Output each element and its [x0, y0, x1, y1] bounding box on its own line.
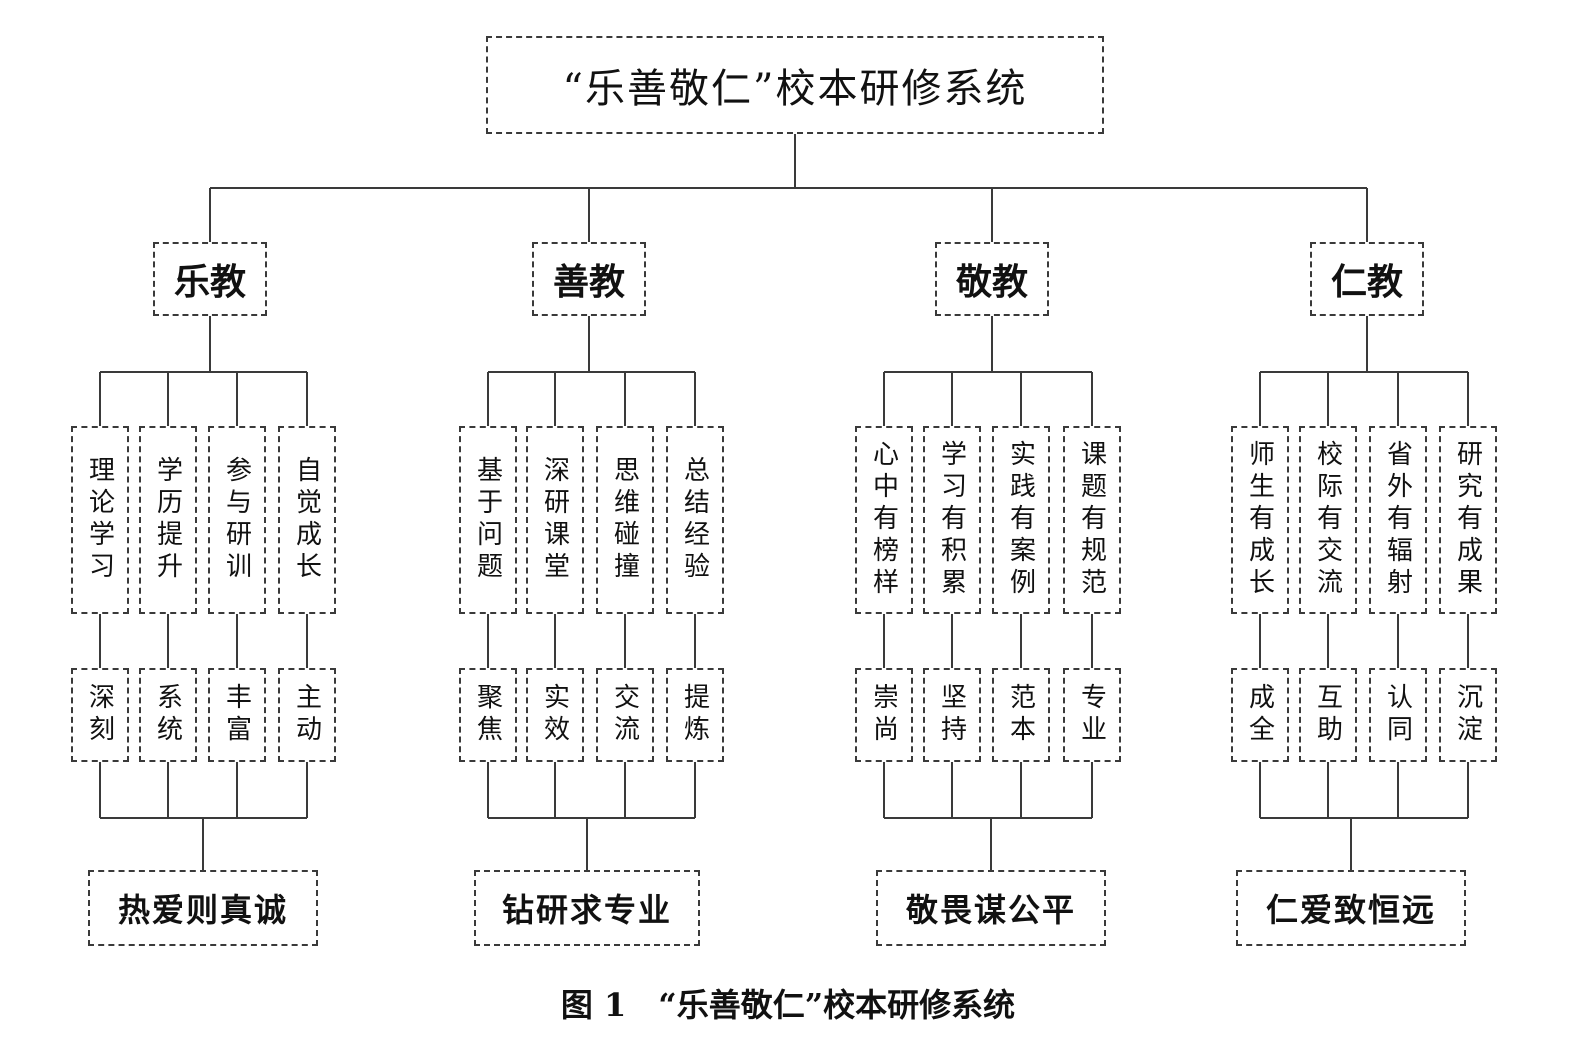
practice-node-2-1: 学习有积累	[923, 426, 981, 614]
outcome-node-2: 敬畏谋公平	[876, 870, 1106, 946]
quality-node-0-1: 系统	[139, 668, 197, 762]
practice-node-0-1: 学历提升	[139, 426, 197, 614]
quality-node-2-3: 专业	[1063, 668, 1121, 762]
quality-node-2-2: 范本	[992, 668, 1050, 762]
practice-node-3-3-label: 研究有成果	[1452, 440, 1483, 600]
quality-node-3-2: 认同	[1369, 668, 1427, 762]
practice-node-2-2: 实践有案例	[992, 426, 1050, 614]
practice-node-0-1-label: 学历提升	[152, 456, 183, 584]
figure-caption: 图 1 “乐善敬仁”校本研修系统	[560, 986, 1016, 1024]
category-node-0: 乐教	[153, 242, 267, 316]
practice-node-3-2-label: 省外有辐射	[1382, 440, 1413, 600]
outcome-node-3: 仁爱致恒远	[1236, 870, 1466, 946]
quality-node-2-0: 崇尚	[855, 668, 913, 762]
quality-node-1-2: 交流	[596, 668, 654, 762]
outcome-node-3-label: 仁爱致恒远	[1265, 891, 1436, 929]
quality-node-3-1: 互助	[1299, 668, 1357, 762]
practice-node-3-0-label: 师生有成长	[1244, 440, 1275, 600]
quality-node-3-3-label: 沉淀	[1452, 683, 1483, 747]
quality-node-1-0: 聚焦	[459, 668, 517, 762]
quality-node-1-2-label: 交流	[609, 683, 640, 747]
quality-node-0-3-label: 主动	[291, 683, 322, 747]
practice-node-3-0: 师生有成长	[1231, 426, 1289, 614]
quality-node-0-2: 丰富	[208, 668, 266, 762]
quality-node-2-1: 坚持	[923, 668, 981, 762]
outcome-node-1-label: 钻研求专业	[501, 891, 672, 929]
practice-node-3-1: 校际有交流	[1299, 426, 1357, 614]
practice-node-2-0: 心中有榜样	[855, 426, 913, 614]
outcome-node-0: 热爱则真诚	[88, 870, 318, 946]
category-node-3-label: 仁教	[1330, 262, 1403, 303]
category-node-3: 仁教	[1310, 242, 1424, 316]
practice-node-2-3: 课题有规范	[1063, 426, 1121, 614]
practice-node-0-2-label: 参与研训	[221, 456, 252, 584]
quality-node-2-1-label: 坚持	[936, 683, 967, 747]
category-node-2-label: 敬教	[955, 262, 1028, 303]
outcome-node-1: 钻研求专业	[474, 870, 700, 946]
category-node-2: 敬教	[935, 242, 1049, 316]
practice-node-0-3: 自觉成长	[278, 426, 336, 614]
practice-node-0-3-label: 自觉成长	[291, 456, 322, 584]
category-node-1: 善教	[532, 242, 646, 316]
quality-node-0-0: 深刻	[71, 668, 129, 762]
root-label: “乐善敬仁”校本研修系统	[562, 66, 1028, 112]
practice-node-2-2-label: 实践有案例	[1005, 440, 1036, 600]
practice-node-1-1-label: 深研课堂	[539, 456, 570, 584]
outcome-node-0-label: 热爱则真诚	[117, 891, 288, 929]
practice-node-3-3: 研究有成果	[1439, 426, 1497, 614]
root-node: “乐善敬仁”校本研修系统	[486, 36, 1104, 134]
quality-node-1-3-label: 提炼	[679, 683, 710, 747]
quality-node-2-0-label: 崇尚	[868, 683, 899, 747]
quality-node-2-3-label: 专业	[1076, 683, 1107, 747]
quality-node-2-2-label: 范本	[1005, 683, 1036, 747]
quality-node-0-3: 主动	[278, 668, 336, 762]
practice-node-2-1-label: 学习有积累	[936, 440, 967, 600]
practice-node-1-3-label: 总结经验	[679, 456, 710, 584]
practice-node-0-2: 参与研训	[208, 426, 266, 614]
quality-node-3-2-label: 认同	[1382, 683, 1413, 747]
quality-node-1-0-label: 聚焦	[472, 683, 503, 747]
practice-node-1-0: 基于问题	[459, 426, 517, 614]
category-node-1-label: 善教	[552, 262, 625, 303]
quality-node-0-0-label: 深刻	[84, 683, 115, 747]
practice-node-2-0-label: 心中有榜样	[868, 440, 899, 600]
quality-node-1-1: 实效	[526, 668, 584, 762]
quality-node-3-3: 沉淀	[1439, 668, 1497, 762]
quality-node-1-1-label: 实效	[539, 683, 570, 747]
quality-node-0-2-label: 丰富	[221, 683, 252, 747]
practice-node-1-3: 总结经验	[666, 426, 724, 614]
quality-node-3-0-label: 成全	[1244, 683, 1275, 747]
practice-node-2-3-label: 课题有规范	[1076, 440, 1107, 600]
practice-node-0-0: 理论学习	[71, 426, 129, 614]
practice-node-1-2-label: 思维碰撞	[609, 456, 640, 584]
quality-node-3-0: 成全	[1231, 668, 1289, 762]
quality-node-3-1-label: 互助	[1312, 683, 1343, 747]
outcome-node-2-label: 敬畏谋公平	[905, 891, 1076, 929]
practice-node-0-0-label: 理论学习	[84, 456, 115, 584]
category-node-0-label: 乐教	[173, 262, 246, 303]
quality-node-1-3: 提炼	[666, 668, 724, 762]
practice-node-1-1: 深研课堂	[526, 426, 584, 614]
practice-node-1-2: 思维碰撞	[596, 426, 654, 614]
practice-node-3-1-label: 校际有交流	[1312, 440, 1343, 600]
practice-node-1-0-label: 基于问题	[472, 456, 503, 584]
quality-node-0-1-label: 系统	[152, 683, 183, 747]
practice-node-3-2: 省外有辐射	[1369, 426, 1427, 614]
